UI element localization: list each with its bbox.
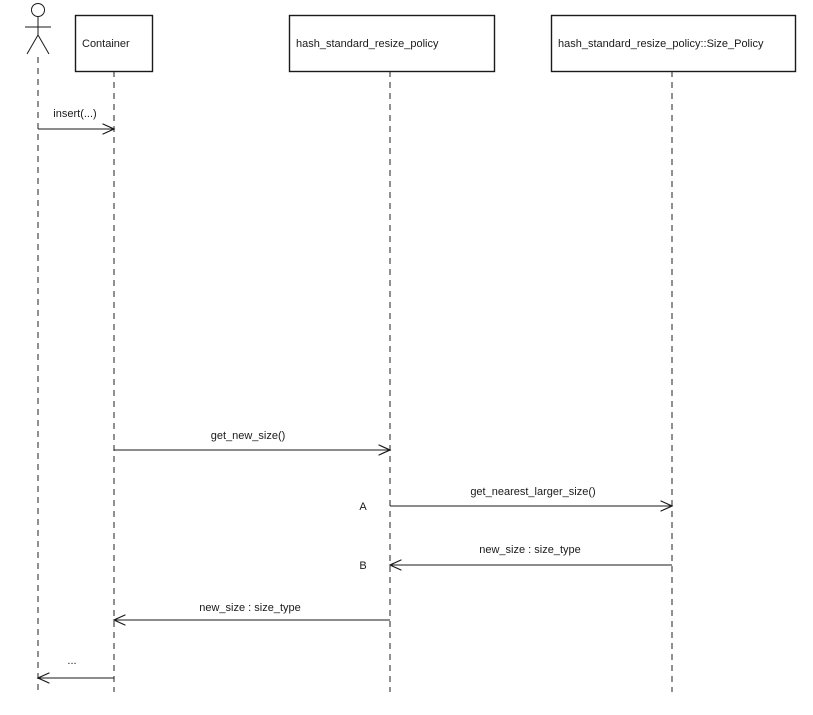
arrowhead-right-icon <box>378 444 392 456</box>
message-label-return-new-size-to-policy: new_size : size_type <box>479 544 581 556</box>
message-marker-a: A <box>359 501 367 513</box>
message-marker-b: B <box>359 560 366 572</box>
message-return-new-size-to-policy: B new_size : size_type <box>359 544 672 572</box>
message-label-insert: insert(...) <box>53 108 96 120</box>
participant-hash-standard-resize-policy: hash_standard_resize_policy <box>288 14 496 73</box>
message-return-ellipsis: ... <box>36 655 114 684</box>
participant-label-hash-standard-resize-policy: hash_standard_resize_policy <box>296 38 439 50</box>
message-return-new-size-to-container: new_size : size_type <box>112 602 390 626</box>
message-label-return-ellipsis: ... <box>67 655 76 667</box>
participant-box-size-policy <box>550 14 797 73</box>
actor-leg-right <box>37 34 50 55</box>
message-label-get-nearest-larger-size: get_nearest_larger_size() <box>470 486 595 498</box>
message-label-get-new-size: get_new_size() <box>211 430 286 442</box>
message-label-return-new-size-to-container: new_size : size_type <box>199 602 301 614</box>
arrowhead-left-icon <box>388 559 402 571</box>
participant-box-hash-standard-resize-policy <box>288 14 496 73</box>
actor-figure <box>25 3 51 55</box>
arrowhead-left-icon <box>36 672 50 684</box>
participant-label-container: Container <box>82 38 130 50</box>
arrowhead-right-icon <box>102 123 116 135</box>
participant-container: Container <box>74 14 154 73</box>
participant-size-policy: hash_standard_resize_policy::Size_Policy <box>550 14 797 73</box>
message-insert: insert(...) <box>38 108 116 135</box>
actor-leg-left <box>26 34 39 55</box>
arrowhead-right-icon <box>660 500 674 512</box>
actor-head <box>31 3 45 17</box>
participant-label-size-policy: hash_standard_resize_policy::Size_Policy <box>558 38 764 50</box>
arrowhead-left-icon <box>112 614 126 626</box>
participant-box-container <box>74 14 154 73</box>
message-get-nearest-larger-size: A get_nearest_larger_size() <box>359 486 674 513</box>
message-get-new-size: get_new_size() <box>114 430 392 456</box>
